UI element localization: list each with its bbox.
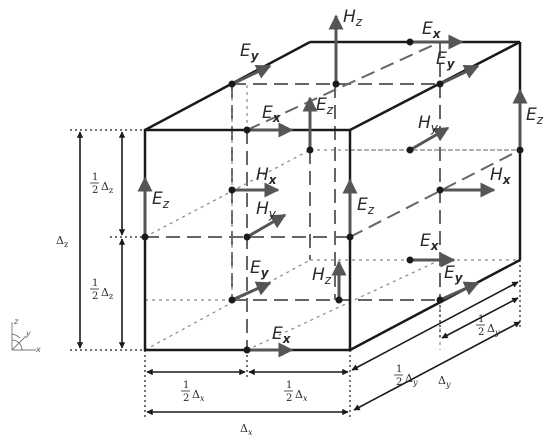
label-half-dz-lower: 1 2 Δz (90, 278, 113, 302)
svg-text:2: 2 (92, 291, 98, 302)
svg-text:Δz: Δz (101, 286, 113, 301)
label-ey-bottom-left: Ey (250, 258, 270, 280)
svg-text:2: 2 (92, 185, 98, 196)
axis-y-label: y (25, 329, 31, 338)
svg-text:1: 1 (92, 172, 98, 183)
label-delta-y: Δy (438, 374, 451, 389)
label-ex-top: Ex (422, 19, 442, 41)
hidden-edges (145, 41, 521, 350)
svg-text:1: 1 (92, 278, 98, 289)
svg-text:2: 2 (286, 393, 292, 404)
label-ez-right: Ez (526, 105, 544, 127)
label-ez-front-right: Ez (357, 195, 375, 217)
label-ex-right-mid: Ex (420, 231, 440, 253)
svg-text:Δx: Δx (295, 388, 308, 403)
label-half-dz-upper: 1 2 Δz (90, 172, 113, 196)
visible-edges (143, 40, 522, 352)
label-delta-x: Δx (240, 422, 253, 437)
svg-text:Δy: Δy (487, 322, 500, 337)
label-ez-front-left: Ez (152, 189, 170, 211)
axis-x-label: x (35, 345, 41, 354)
label-ez-top-inner: Ez (316, 95, 334, 117)
label-half-dy-upper: 1 2 Δy (476, 314, 500, 338)
svg-text:2: 2 (183, 393, 189, 404)
label-hx-right: Hx (490, 165, 512, 187)
label-ey-top-left: Ey (240, 41, 260, 63)
label-ey-bottom-right: Ey (444, 263, 464, 285)
label-half-dx-right: 1 2 Δx (284, 380, 308, 404)
field-arrows (137, 14, 528, 358)
field-labels: Hz Ex Ey Ey Ez Ex Ez Hy Ez Hx Hy Ez Hx E… (152, 7, 544, 346)
grid-nodes (141, 38, 524, 354)
label-ex-front-top: Ex (262, 103, 282, 125)
svg-text:1: 1 (183, 380, 189, 391)
svg-text:Δz: Δz (101, 180, 113, 195)
svg-text:1: 1 (478, 314, 484, 325)
axis-indicator (11, 322, 36, 351)
svg-text:2: 2 (478, 327, 484, 338)
svg-text:2: 2 (396, 377, 402, 388)
svg-text:Δx: Δx (192, 388, 205, 403)
label-half-dy-lower: 1 2 Δy (394, 364, 418, 388)
label-hz-bottom: Hz (312, 265, 332, 287)
label-delta-z: Δz (56, 234, 68, 249)
svg-text:1: 1 (396, 364, 402, 375)
axis-z-label: z (13, 317, 19, 326)
dimension-arrows (76, 131, 521, 416)
label-hz-top: Hz (343, 7, 363, 29)
label-ey-top-right: Ey (436, 49, 456, 71)
dimension-labels: Δz 1 2 Δz 1 2 Δz 1 2 Δx 1 2 Δx (56, 172, 500, 437)
label-hy-front: Hy (256, 199, 277, 221)
label-hx-front: Hx (256, 165, 278, 187)
svg-text:1: 1 (286, 380, 292, 391)
label-half-dx-left: 1 2 Δx (181, 380, 205, 404)
svg-text:Δy: Δy (405, 372, 418, 387)
label-ex-bottom: Ex (272, 324, 292, 346)
label-hy-right: Hy (418, 113, 439, 135)
